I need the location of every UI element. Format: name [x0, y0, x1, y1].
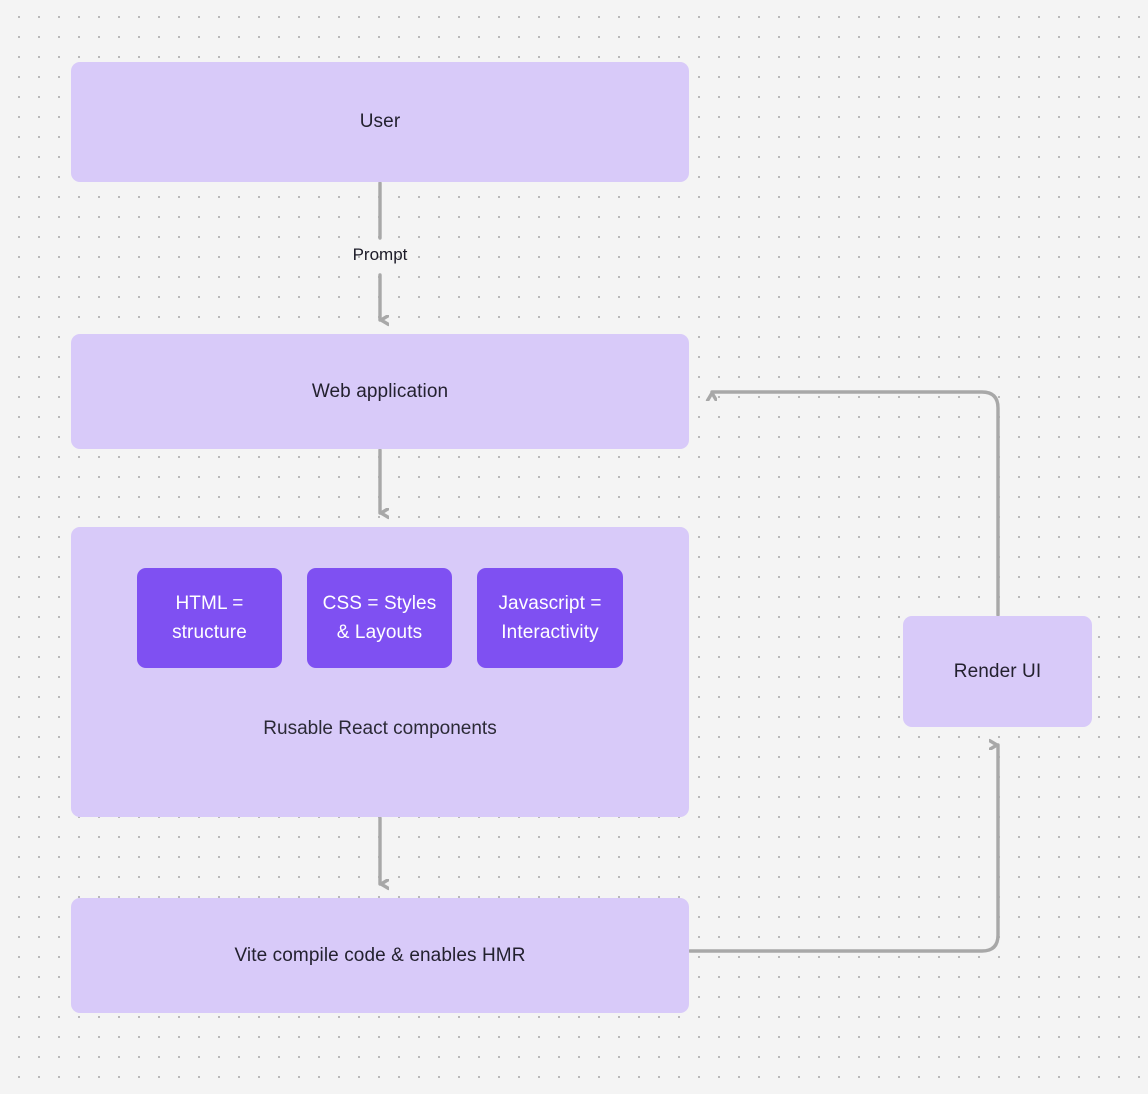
node-css-label: CSS = Styles & Layouts	[322, 593, 437, 643]
node-javascript-label: Javascript = Interactivity	[498, 593, 602, 643]
node-user[interactable]: User	[71, 62, 689, 182]
node-user-label: User	[359, 111, 401, 132]
node-html[interactable]: HTML = structure	[137, 568, 282, 668]
edge-vite-to-render	[688, 745, 1000, 953]
node-react-components-caption: Rusable React components	[263, 718, 497, 739]
edge-label-prompt: Prompt	[352, 245, 408, 264]
node-css[interactable]: CSS = Styles & Layouts	[307, 568, 452, 668]
node-vite[interactable]: Vite compile code & enables HMR	[71, 898, 689, 1013]
node-html-label: HTML = structure	[172, 593, 247, 643]
node-render-ui[interactable]: Render UI	[903, 616, 1092, 727]
node-vite-label: Vite compile code & enables HMR	[234, 944, 526, 966]
node-web-application-label: Web application	[311, 380, 449, 402]
node-web-application[interactable]: Web application	[71, 334, 689, 449]
node-render-ui-label: Render UI	[953, 660, 1042, 682]
node-javascript[interactable]: Javascript = Interactivity	[477, 568, 623, 668]
edge-render-to-webapp	[712, 390, 1000, 617]
